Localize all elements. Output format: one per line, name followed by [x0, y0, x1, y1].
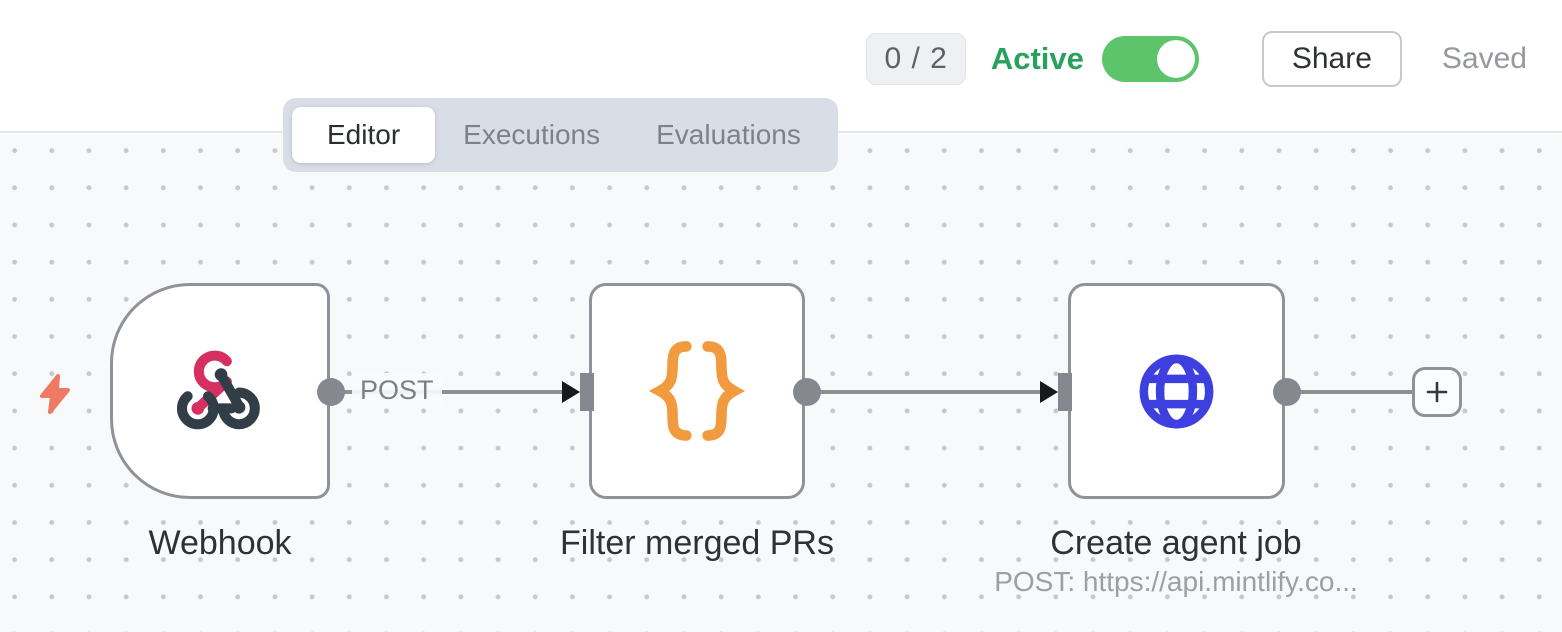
active-label: Active [990, 41, 1084, 76]
tab-editor[interactable]: Editor [292, 107, 436, 163]
arrowhead-icon [562, 381, 580, 403]
tab-executions[interactable]: Executions [463, 119, 601, 150]
add-node-button[interactable] [1412, 367, 1462, 417]
execution-count-badge: 0 / 2 [866, 33, 966, 85]
node-title-filter: Filter merged PRs [560, 524, 834, 562]
globe-icon [1139, 354, 1214, 428]
lightning-icon [40, 374, 70, 414]
share-button[interactable]: Share [1261, 31, 1402, 87]
header-controls: 0 / 2 Active Share Saved [866, 30, 1527, 88]
node-title-http: Create agent job [1050, 524, 1302, 562]
node-webhook[interactable] [110, 283, 330, 499]
node-create-agent-job[interactable] [1068, 283, 1285, 499]
connection-http-addnode[interactable] [1287, 390, 1414, 394]
webhook-icon [177, 350, 260, 429]
tab-evaluations[interactable]: Evaluations [656, 119, 801, 150]
connection-webhook-filter[interactable] [331, 390, 563, 394]
connection-filter-http[interactable] [807, 390, 1041, 394]
active-toggle[interactable] [1101, 36, 1199, 82]
view-tab-bar: Editor Executions Evaluations [283, 98, 838, 172]
workflow-canvas[interactable]: POST Webhook Filter merged PRs Create ag… [0, 135, 1562, 632]
http-input-connector[interactable] [1058, 373, 1072, 411]
node-title-webhook: Webhook [148, 524, 292, 562]
webhook-output-connector[interactable] [317, 378, 345, 406]
node-filter-merged-prs[interactable] [589, 283, 805, 499]
connection-post-label: POST [352, 373, 442, 408]
filter-output-connector[interactable] [793, 378, 821, 406]
node-subtitle-http: POST: https://api.mintlify.co... [994, 566, 1358, 597]
http-output-connector[interactable] [1273, 378, 1301, 406]
save-status: Saved [1441, 42, 1527, 75]
code-braces-icon [648, 341, 746, 441]
filter-input-connector[interactable] [580, 373, 594, 411]
arrowhead-icon [1040, 381, 1058, 403]
plus-icon [1426, 381, 1448, 403]
toggle-knob [1156, 40, 1195, 78]
